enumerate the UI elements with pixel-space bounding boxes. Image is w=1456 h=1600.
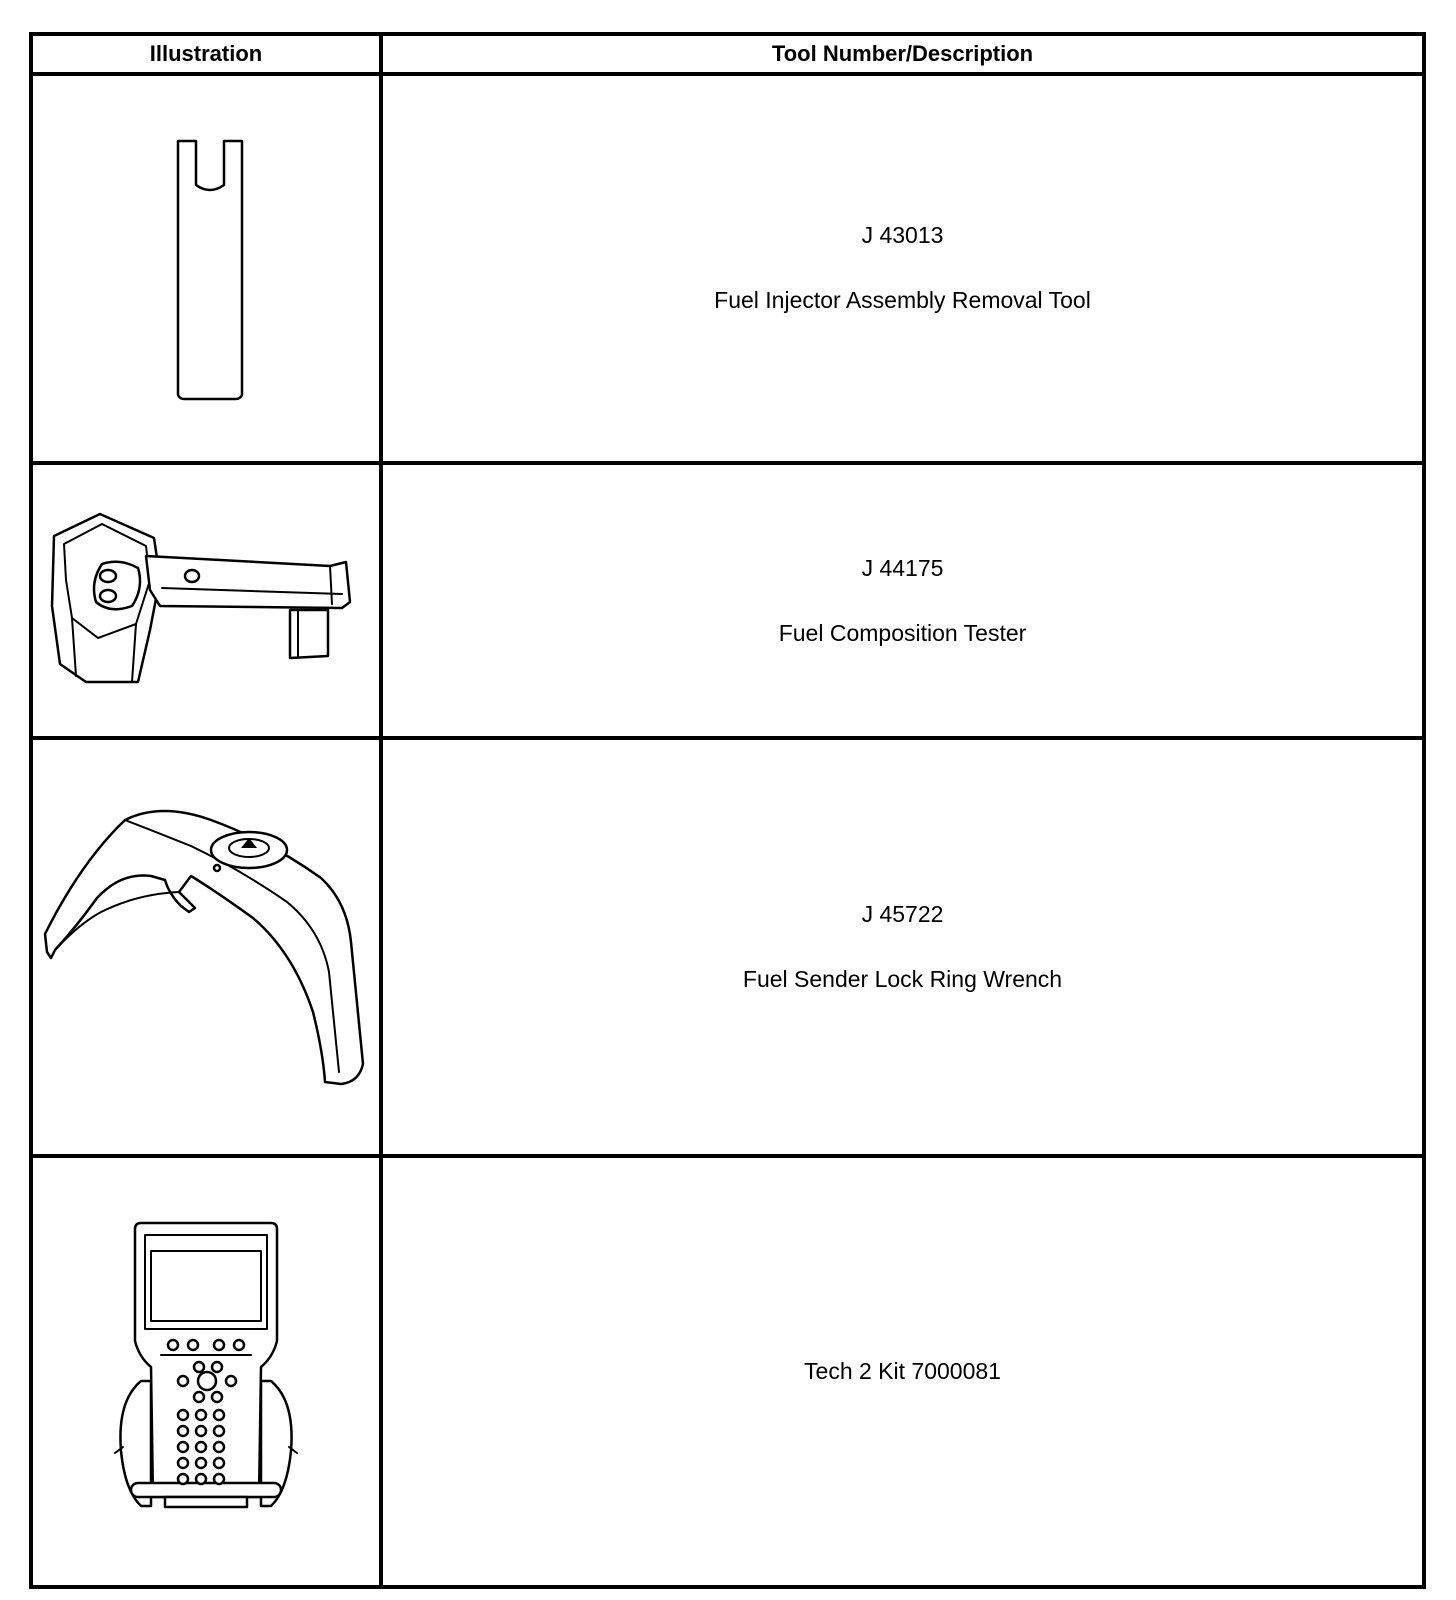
- special-tools-table: Illustration Tool Number/Description J 4…: [29, 32, 1426, 1590]
- illustration-cell: [29, 460, 383, 741]
- tool-number: J 44175: [861, 554, 944, 581]
- header-tool-description: Tool Number/Description: [379, 32, 1426, 76]
- tool-number: Tech 2 Kit 7000081: [804, 1357, 1001, 1384]
- table-row: J 45722 Fuel Sender Lock Ring Wrench: [29, 736, 1426, 1158]
- table-header-row: Illustration Tool Number/Description: [29, 32, 1426, 76]
- description-cell: J 45722 Fuel Sender Lock Ring Wrench: [379, 736, 1426, 1158]
- tech2-scan-tool-icon: [114, 1222, 298, 1509]
- tool-number: J 43013: [861, 222, 944, 249]
- illustration-cell: [29, 1153, 383, 1590]
- table-row: J 44175 Fuel Composition Tester: [29, 460, 1426, 741]
- injector-removal-tool-icon: [176, 140, 244, 401]
- header-illustration: Illustration: [29, 32, 383, 76]
- table-row: Tech 2 Kit 7000081: [29, 1153, 1426, 1590]
- tool-description: Fuel Injector Assembly Removal Tool: [714, 287, 1091, 314]
- description-cell: J 43013 Fuel Injector Assembly Removal T…: [379, 72, 1426, 465]
- description-cell: J 44175 Fuel Composition Tester: [379, 460, 1426, 741]
- table-row: J 43013 Fuel Injector Assembly Removal T…: [29, 72, 1426, 465]
- tool-number: J 45722: [861, 900, 944, 927]
- keypad: [166, 1339, 246, 1486]
- tool-description: Fuel Sender Lock Ring Wrench: [742, 965, 1063, 992]
- tool-description: Fuel Composition Tester: [778, 619, 1027, 646]
- fuel-composition-tester-icon: [50, 512, 352, 683]
- description-cell: Tech 2 Kit 7000081: [379, 1153, 1426, 1590]
- lock-ring-wrench-icon: [43, 809, 365, 1086]
- illustration-cell: [29, 736, 383, 1158]
- illustration-cell: [29, 72, 383, 465]
